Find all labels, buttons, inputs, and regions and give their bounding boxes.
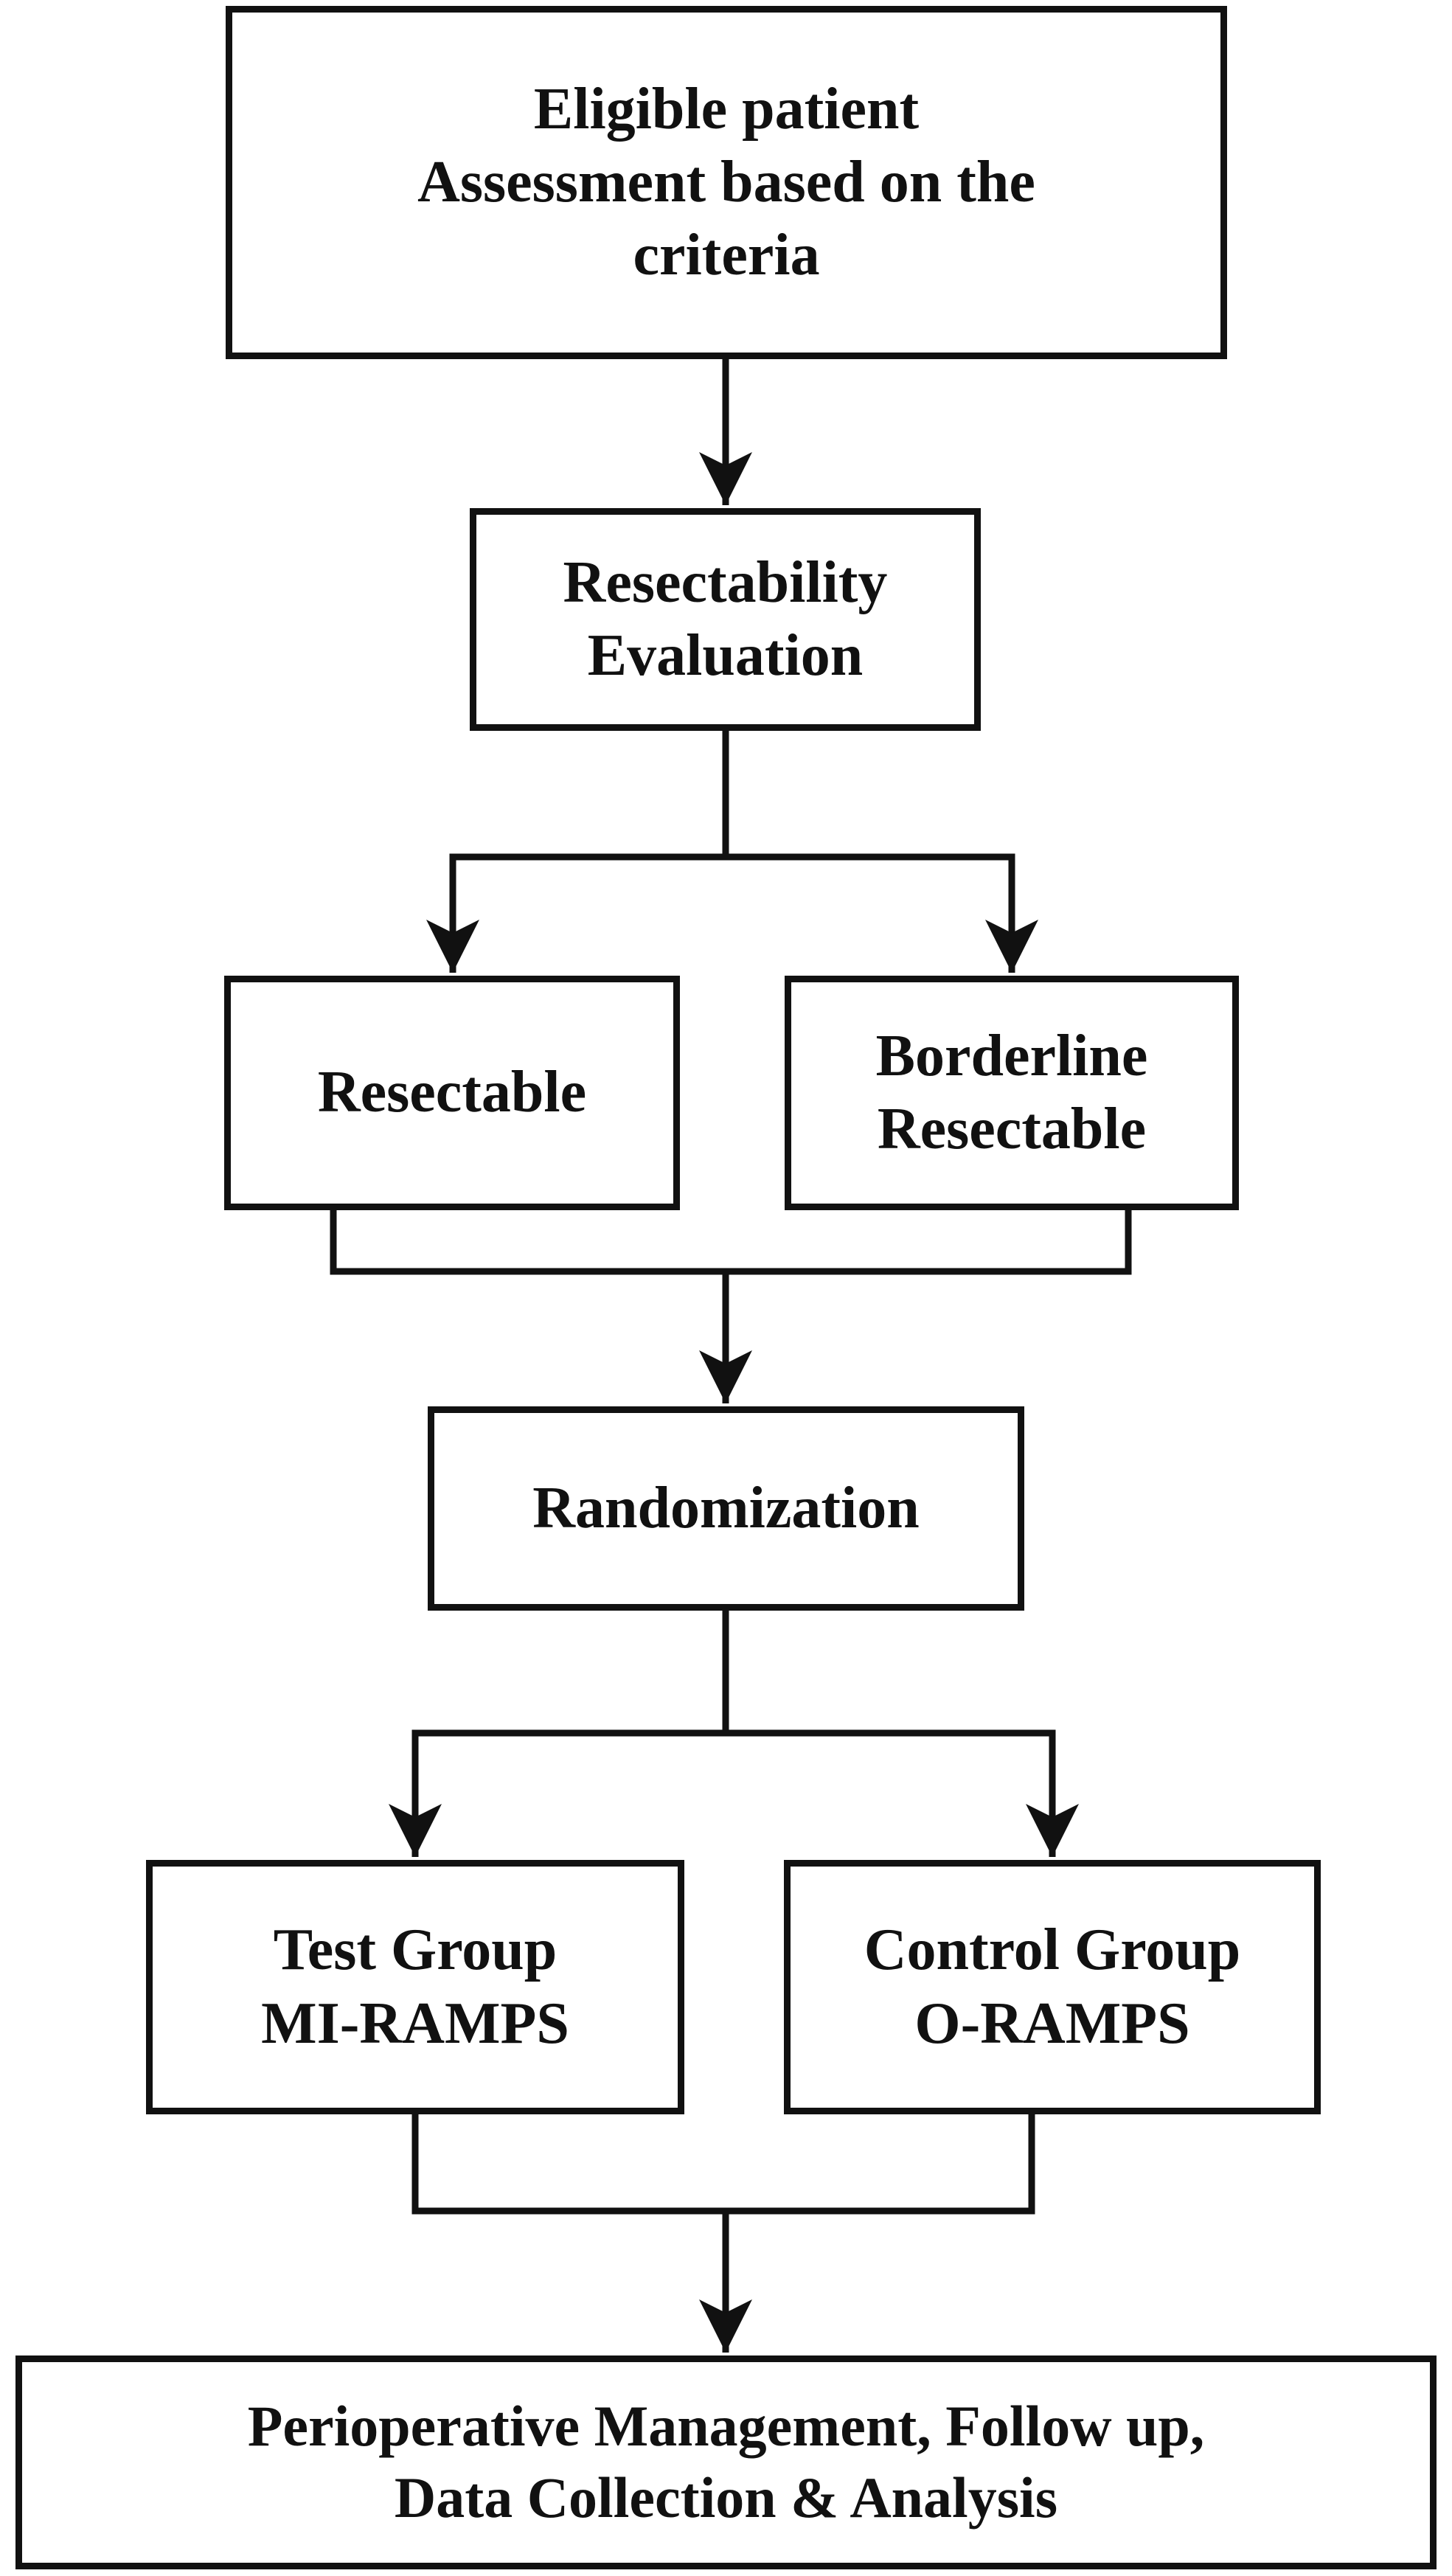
eligible-line-2: Assessment based on the (417, 149, 1035, 215)
test-group-line-2: MI-RAMPS (261, 1990, 569, 2056)
edge-resection-merge (330, 1210, 1132, 1403)
borderline-resectable-box: Borderline Resectable (785, 976, 1239, 1210)
resectability-evaluation-box: Resectability Evaluation (470, 508, 981, 731)
test-group-line-1: Test Group (273, 1917, 557, 1983)
resectable-box: Resectable (224, 976, 680, 1210)
resectability-line-1: Resectability (563, 549, 888, 615)
eligible-line-3: criteria (633, 223, 820, 288)
test-group-box: Test Group MI-RAMPS (146, 1860, 684, 2114)
control-group-box: Control Group O-RAMPS (784, 1860, 1321, 2114)
perioperative-management-box: Perioperative Management, Follow up, Dat… (15, 2355, 1437, 2569)
eligible-patient-box: Eligible patient Assessment based on the… (226, 6, 1227, 359)
control-group-line-1: Control Group (864, 1917, 1241, 1983)
control-group-line-2: O-RAMPS (914, 1990, 1190, 2056)
edge-resectability-split (426, 731, 1038, 973)
final-line-2: Data Collection & Analysis (394, 2465, 1058, 2530)
borderline-line-1: Borderline (875, 1023, 1148, 1089)
eligible-line-1: Eligible patient (533, 76, 920, 142)
edge-randomization-split (389, 1611, 1079, 1857)
randomization-box: Randomization (428, 1406, 1024, 1611)
randomization-line-1: Randomization (532, 1475, 920, 1541)
resectability-line-2: Evaluation (587, 623, 864, 688)
borderline-line-2: Resectable (877, 1097, 1147, 1162)
resectable-line-1: Resectable (317, 1060, 587, 1125)
final-line-1: Perioperative Management, Follow up, (247, 2394, 1205, 2459)
edge-groups-merge (411, 2114, 1035, 2353)
